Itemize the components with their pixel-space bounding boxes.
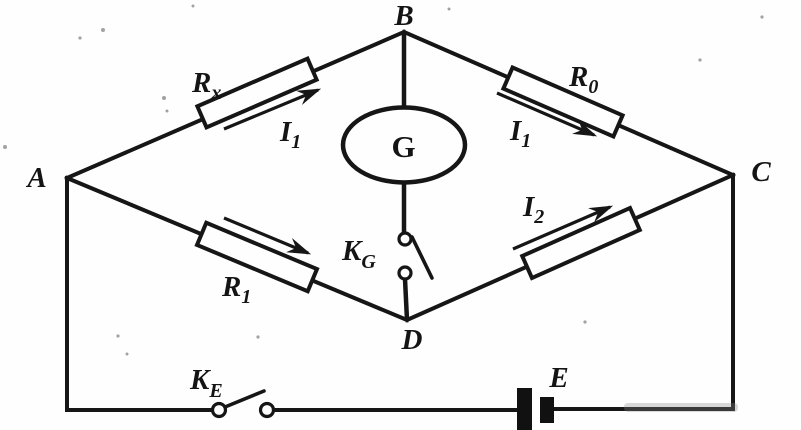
switch-ke-blade	[223, 389, 266, 409]
node-d-label: D	[401, 324, 423, 356]
battery-plate-short	[540, 397, 554, 423]
switch-kg-terminal-top	[397, 231, 413, 247]
current-arrow-i1-bc	[496, 91, 598, 137]
switch-kg-terminal-bottom	[397, 265, 413, 281]
resistor-rx	[194, 55, 320, 131]
resistor-r0	[500, 64, 626, 140]
switch-ke-terminal-right	[258, 401, 276, 419]
switch-kg-label: KG	[341, 235, 376, 273]
current-arrow-i2-dc	[512, 205, 614, 251]
resistor-r1-label: R1	[221, 271, 251, 308]
resistor-rx-label: Rx	[191, 67, 221, 104]
switch-ke-terminal-left	[210, 401, 228, 419]
current-arrow-a-d	[223, 216, 312, 255]
battery-label: E	[548, 362, 568, 394]
resistor-dc-arm	[519, 205, 643, 281]
current-i2-dc-label: I2	[522, 191, 544, 228]
switch-kg-blade	[410, 235, 434, 280]
scan-speckles	[3, 4, 764, 356]
galvanometer	[340, 105, 468, 185]
scan-smudge	[624, 403, 738, 412]
battery-plate-long	[517, 388, 532, 430]
node-a-label: A	[25, 162, 46, 194]
resistor-r0-label: R0	[568, 61, 598, 98]
galvanometer-label: G	[391, 129, 416, 164]
node-c-label: C	[751, 156, 771, 188]
current-arrow-i1-ab	[223, 88, 322, 131]
resistor-r1	[194, 220, 320, 294]
wire-kg-d	[402, 278, 410, 321]
switch-ke-label: KE	[189, 364, 223, 402]
current-i1-ab-label: I1	[279, 116, 301, 153]
node-b-label: B	[393, 0, 413, 32]
current-i1-bc-label: I1	[509, 115, 531, 152]
